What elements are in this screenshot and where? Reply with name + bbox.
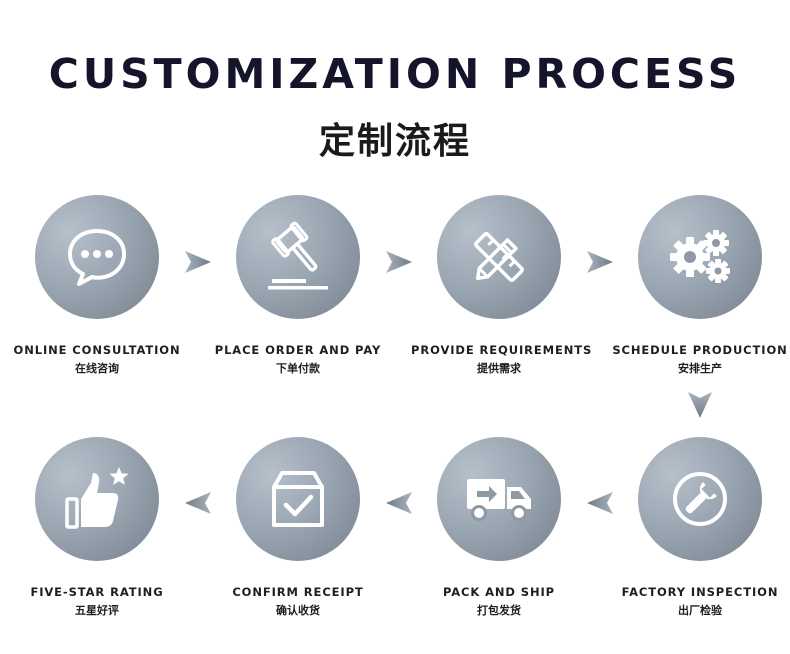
step-label-cn: 五星好评 [75, 604, 119, 617]
arrow-left-icon [183, 488, 213, 518]
step-label-en: CONFIRM RECEIPT [232, 585, 364, 599]
step-online-consultation: ONLINE CONSULTATION 在线咨询 [9, 195, 185, 376]
gavel-icon [268, 221, 328, 290]
step-label-cn: 打包发货 [477, 604, 521, 617]
arrow-left-icon [384, 488, 414, 518]
step-schedule-production: SCHEDULE PRODUCTION 安排生产 [612, 195, 788, 376]
step-circle [437, 437, 561, 561]
arrow-down-icon [685, 390, 715, 420]
page-title: CUSTOMIZATION PROCESS [48, 50, 742, 98]
step-label-cn: 安排生产 [678, 362, 722, 375]
step-label-cn: 出厂检验 [678, 604, 722, 617]
step-pack-and-ship: PACK AND SHIP 打包发货 [411, 437, 587, 618]
step-place-order: PLACE ORDER AND PAY 下单付款 [210, 195, 386, 376]
step-confirm-receipt: CONFIRM RECEIPT 确认收货 [210, 437, 386, 618]
arrow-right-icon [384, 247, 414, 277]
step-circle [35, 195, 159, 319]
arrow-right-icon [585, 247, 615, 277]
step-label-en: SCHEDULE PRODUCTION [612, 343, 788, 357]
arrow-right-icon [183, 247, 213, 277]
pencil-ruler-icon [474, 232, 524, 282]
step-label-cn: 在线咨询 [75, 362, 119, 375]
thumbs-up-star-icon [65, 467, 129, 529]
arrow-left-icon [585, 488, 615, 518]
step-circle [638, 437, 762, 561]
step-provide-requirements: PROVIDE REQUIREMENTS 提供需求 [411, 195, 593, 376]
step-label-en: FACTORY INSPECTION [621, 585, 779, 599]
step-label-cn: 下单付款 [276, 362, 320, 375]
step-factory-inspection: FACTORY INSPECTION 出厂检验 [612, 437, 788, 618]
gears-icon [670, 230, 730, 283]
chat-bubble-icon [68, 229, 126, 286]
step-label-cn: 确认收货 [276, 604, 320, 617]
delivery-truck-icon [467, 479, 531, 521]
step-circle [638, 195, 762, 319]
step-circle [236, 437, 360, 561]
wrench-icon [673, 472, 727, 526]
page-subtitle: 定制流程 [318, 121, 471, 162]
step-label-en: PLACE ORDER AND PAY [214, 343, 382, 357]
step-label-en: FIVE-STAR RATING [30, 585, 164, 599]
checked-box-icon [272, 471, 324, 527]
step-circle [437, 195, 561, 319]
step-label-en: ONLINE CONSULTATION [13, 343, 181, 357]
step-label-en: PACK AND SHIP [442, 585, 556, 599]
step-circle [35, 437, 159, 561]
step-label-en: PROVIDE REQUIREMENTS [411, 343, 593, 357]
step-circle [236, 195, 360, 319]
step-five-star-rating: FIVE-STAR RATING 五星好评 [9, 437, 185, 618]
step-label-cn: 提供需求 [477, 362, 521, 375]
